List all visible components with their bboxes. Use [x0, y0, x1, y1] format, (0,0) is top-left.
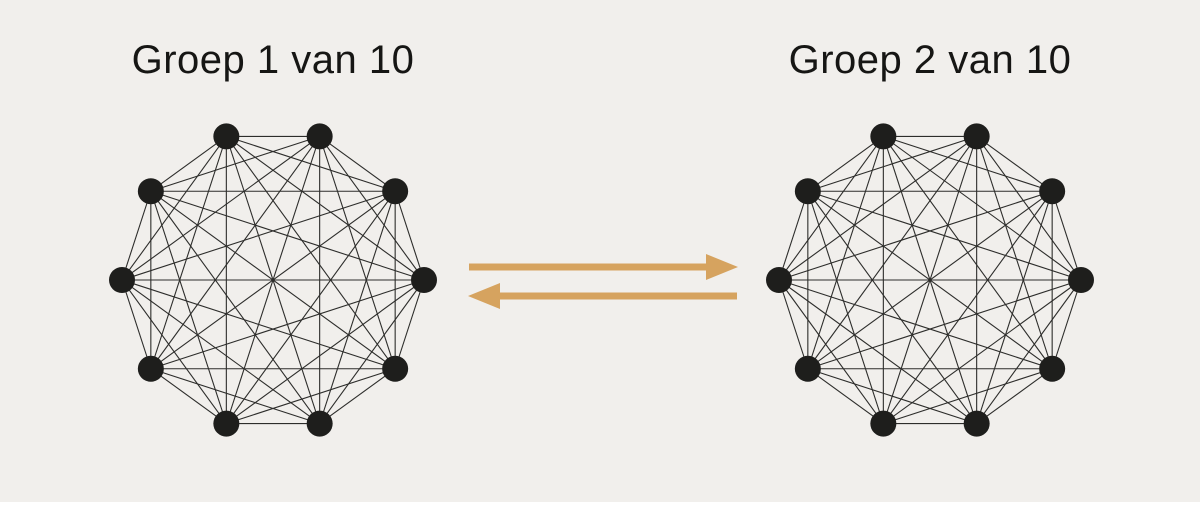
- graph-node: [109, 267, 135, 293]
- graph-node: [794, 355, 821, 382]
- graph-edge: [150, 190, 396, 370]
- graph-node: [137, 355, 164, 382]
- graph-node: [1068, 267, 1094, 293]
- graph-node: [870, 410, 897, 437]
- graph-edge: [807, 368, 977, 425]
- graph-edge: [778, 135, 977, 281]
- graph-edge: [807, 136, 884, 369]
- graph-edge: [778, 191, 809, 281]
- graph-node: [213, 123, 240, 150]
- graph-node: [137, 178, 164, 205]
- graph-edge: [976, 368, 1053, 425]
- graph-edge: [778, 279, 809, 369]
- graph-node: [213, 410, 240, 437]
- graph-edge: [121, 279, 152, 369]
- group-2-network-graph: [766, 123, 1094, 437]
- group-1-network-graph: [109, 123, 437, 437]
- graph-edge: [883, 135, 1082, 281]
- graph-edge: [150, 136, 227, 369]
- graph-edge: [150, 368, 227, 425]
- graph-edge: [150, 190, 321, 424]
- group-1-title: Groep 1 van 10: [131, 38, 415, 82]
- graph-edge: [121, 191, 152, 281]
- graph-edge: [121, 279, 320, 425]
- graph-edge: [226, 279, 425, 425]
- graph-node: [411, 267, 437, 293]
- graph-node: [963, 410, 990, 437]
- arrow-right-icon: [469, 254, 738, 280]
- graph-edge: [121, 279, 227, 424]
- group-2-title: Groep 2 van 10: [788, 38, 1072, 82]
- graph-edge: [883, 279, 1082, 425]
- graph-edge: [778, 279, 884, 424]
- graph-node: [794, 178, 821, 205]
- exchange-arrows: [468, 254, 738, 309]
- graph-node: [963, 123, 990, 150]
- graph-edge: [226, 135, 425, 281]
- graph-node: [306, 123, 333, 150]
- graph-edge: [319, 135, 396, 192]
- graph-node: [766, 267, 792, 293]
- graph-edge: [226, 368, 396, 425]
- graph-edge: [807, 190, 978, 424]
- graph-edge: [778, 279, 977, 425]
- graph-node: [382, 178, 409, 205]
- graph-edge: [976, 191, 1053, 424]
- graph-node: [306, 410, 333, 437]
- graph-edge: [778, 279, 1053, 370]
- graph-node: [1039, 355, 1066, 382]
- graph-edge: [807, 135, 884, 192]
- graph-edge: [150, 191, 227, 424]
- graph-edge: [394, 279, 425, 369]
- graph-edge: [976, 135, 1053, 192]
- graph-node: [1039, 178, 1066, 205]
- graph-edge: [225, 136, 396, 370]
- graph-edge: [319, 368, 396, 425]
- graph-edge: [150, 368, 320, 425]
- graph-edge: [883, 368, 1053, 425]
- graph-edge: [807, 191, 884, 424]
- graph-edge: [319, 191, 396, 424]
- graph-edge: [807, 190, 1053, 370]
- graph-edge: [319, 136, 396, 369]
- graph-edge: [121, 135, 320, 281]
- graph-node: [382, 355, 409, 382]
- graph-edge: [1051, 279, 1082, 369]
- graph-edge: [150, 135, 227, 192]
- graph-edge: [882, 136, 1053, 370]
- graph-edge: [394, 191, 425, 281]
- footer-strip: [0, 502, 1200, 509]
- graph-edge: [807, 368, 884, 425]
- graph-edge: [121, 279, 396, 370]
- graph-edge: [976, 136, 1053, 369]
- graph-node: [870, 123, 897, 150]
- arrow-left-icon: [468, 283, 737, 309]
- graph-edge: [1051, 191, 1082, 281]
